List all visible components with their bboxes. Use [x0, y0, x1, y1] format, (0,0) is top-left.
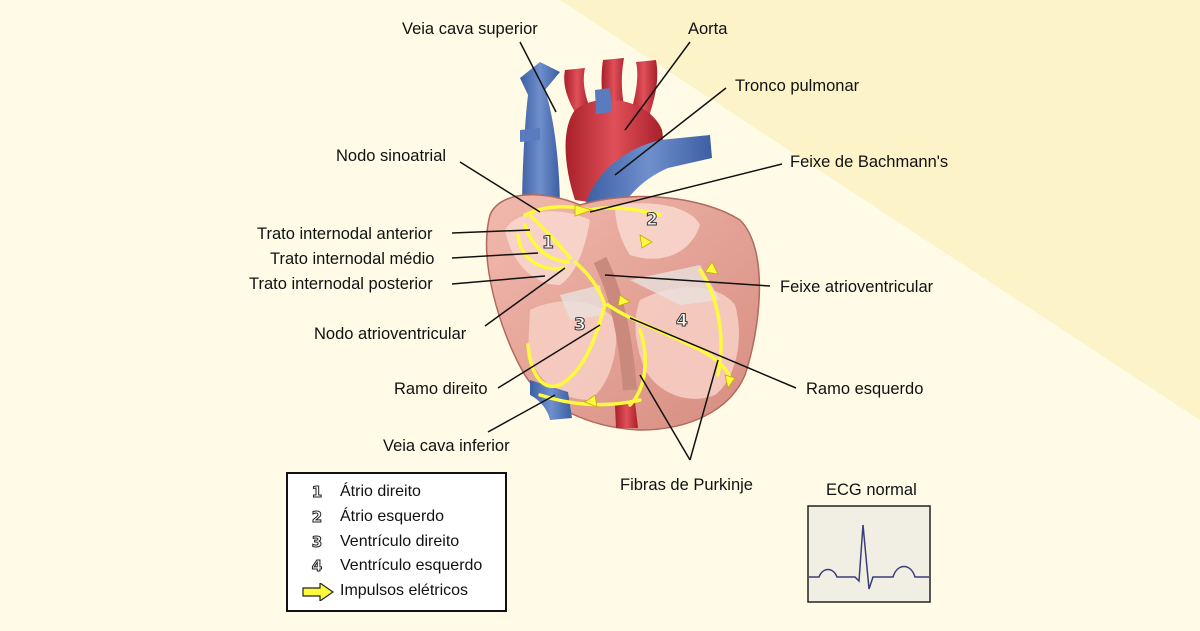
label-trato-anterior: Trato internodal anterior: [257, 225, 433, 243]
leader-feixe-atrioventricular: [604, 274, 771, 287]
label-nodo-atrioventricular: Nodo atrioventricular: [314, 325, 467, 343]
legend-label: Impulsos elétricos: [340, 582, 469, 599]
bachmann-path: [588, 206, 662, 217]
valve-leaflets-right: [560, 285, 605, 320]
right-ventricle-cavity: [528, 301, 617, 400]
conduction-arrows: [574, 204, 736, 408]
ecg-waveform: [807, 505, 931, 603]
leader-ramo-esquerdo: [629, 317, 797, 389]
chamber-number-2: 2: [646, 210, 658, 230]
legend-item: 1 Átrio direito: [288, 483, 505, 505]
legend-item: 2 Átrio esquerdo: [288, 508, 505, 530]
leader-tronco-pulmonar: [614, 87, 727, 176]
legend-label: Átrio direito: [340, 483, 421, 500]
label-aorta: Aorta: [688, 20, 728, 38]
legend-item: 4 Ventrículo esquerdo: [288, 557, 505, 579]
internodal-anterior-path: [528, 213, 572, 260]
legend-number: 4: [311, 557, 323, 576]
leader-ramo-direito: [497, 324, 601, 389]
label-ramo-esquerdo: Ramo esquerdo: [806, 380, 924, 398]
leader-purkinje-1: [639, 374, 691, 461]
aorta-branch-1: [564, 68, 590, 112]
arrow-5: [704, 261, 719, 275]
legend-number: 1: [311, 483, 323, 502]
leader-trato-medio: [451, 252, 539, 259]
legend-label: Átrio esquerdo: [340, 508, 445, 525]
label-feixe-atrioventricular: Feixe atrioventricular: [780, 278, 934, 296]
arrow-3: [617, 294, 631, 307]
label-veia-cava-superior: Veia cava superior: [402, 20, 538, 38]
av-bundle-path: [573, 260, 607, 307]
label-ramo-direito: Ramo direito: [394, 380, 488, 398]
legend-box: 1 Átrio direito 2 Átrio esquerdo 3 Ventr…: [286, 472, 507, 612]
leader-feixe-bachmann: [589, 163, 783, 213]
leader-veia-cava-inferior: [487, 394, 556, 433]
purkinje-path-2: [698, 268, 723, 377]
svc-branch-right: [595, 88, 612, 114]
descending-aorta: [615, 402, 638, 428]
label-tronco-pulmonar: Tronco pulmonar: [735, 77, 860, 95]
leader-trato-posterior: [451, 275, 546, 285]
label-fibras-purkinje: Fibras de Purkinje: [620, 476, 753, 494]
septum: [593, 256, 637, 391]
leader-nodo-sinoatrial: [459, 161, 541, 213]
aorta-branch-3: [630, 60, 658, 120]
label-feixe-bachmann: Feixe de Bachmann's: [790, 153, 949, 171]
arrow-4: [584, 394, 598, 408]
left-bundle-path: [606, 303, 732, 380]
label-trato-medio: Trato internodal médio: [270, 250, 435, 268]
left-atrium-cavity: [615, 203, 700, 259]
chamber-number-1: 1: [542, 233, 554, 253]
ecg-title: ECG normal: [826, 481, 917, 499]
label-veia-cava-inferior: Veia cava inferior: [383, 437, 510, 455]
chamber-number-3: 3: [574, 315, 586, 335]
legend-label: Ventrículo direito: [340, 533, 460, 550]
yellow-arrow-icon: [302, 583, 334, 601]
legend-item-arrow: Impulsos elétricos: [288, 582, 505, 604]
leader-nodo-atrioventricular: [484, 267, 566, 327]
arrow-2: [639, 234, 653, 249]
legend-number: 3: [311, 533, 323, 552]
leader-veia-cava-superior: [519, 41, 557, 113]
label-nodo-sinoatrial: Nodo sinoatrial: [336, 147, 447, 165]
svc-branch: [520, 128, 540, 142]
legend-number: 2: [311, 508, 323, 527]
leader-trato-anterior: [451, 229, 531, 234]
internodal-posterior-path: [516, 233, 567, 271]
leader-aorta: [624, 41, 691, 131]
valve-leaflets: [630, 265, 720, 305]
background-band: [560, 0, 1200, 420]
arrow-1: [574, 204, 594, 217]
label-trato-posterior: Trato internodal posterior: [249, 275, 433, 293]
legend-item: 3 Ventrículo direito: [288, 533, 505, 555]
leader-lines: [451, 41, 797, 461]
chamber-number-4: 4: [676, 311, 688, 331]
leader-purkinje-2: [689, 359, 719, 461]
legend-label: Ventrículo esquerdo: [340, 557, 483, 574]
arrow-6: [724, 374, 736, 389]
